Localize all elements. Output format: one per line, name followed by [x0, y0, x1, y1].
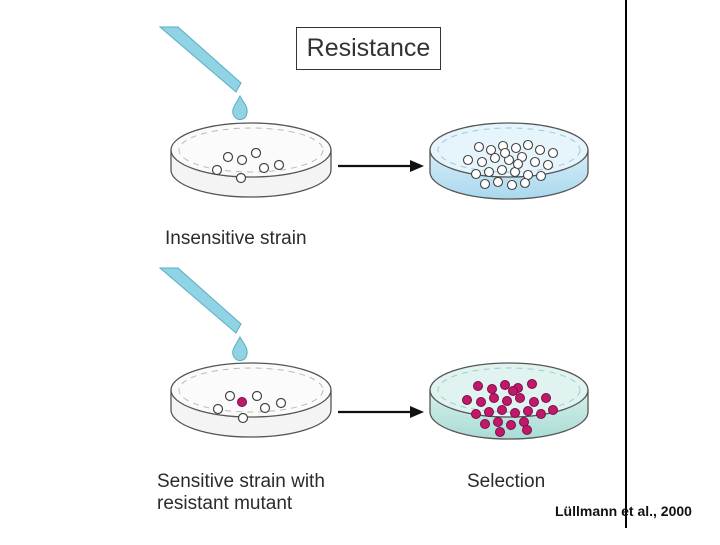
- citation: Lüllmann et al., 2000: [555, 503, 692, 519]
- label-sensitive-strain-line1: Sensitive strain with: [157, 471, 325, 492]
- title-box: Resistance: [296, 27, 441, 70]
- colonies-sensitive: [211, 147, 285, 184]
- label-sensitive-strain-line2: resistant mutant: [157, 493, 293, 514]
- colonies-white: [462, 139, 559, 191]
- pipette-icon-top: [158, 26, 248, 121]
- drop-icon-top: [232, 94, 248, 121]
- diagram-title: Resistance: [306, 34, 431, 62]
- drop-icon-bottom: [232, 335, 248, 362]
- arrow-icon-top: [338, 160, 424, 172]
- colonies-resistant: [462, 379, 558, 437]
- petri-dish-selection: [429, 362, 589, 440]
- pipette-icon-bottom: [158, 267, 248, 362]
- petri-dish-grown: [429, 122, 589, 200]
- label-selection: Selection: [467, 471, 546, 492]
- petri-dish-mixed: [170, 362, 332, 438]
- arrow-icon-bottom: [338, 406, 424, 418]
- colonies-mixed-sensitive: [212, 390, 287, 424]
- petri-dish-insensitive: [170, 122, 332, 198]
- divider-line: [625, 0, 627, 528]
- resistant-mutant-colony: [237, 397, 247, 407]
- label-insensitive-strain: Insensitive strain: [165, 228, 307, 249]
